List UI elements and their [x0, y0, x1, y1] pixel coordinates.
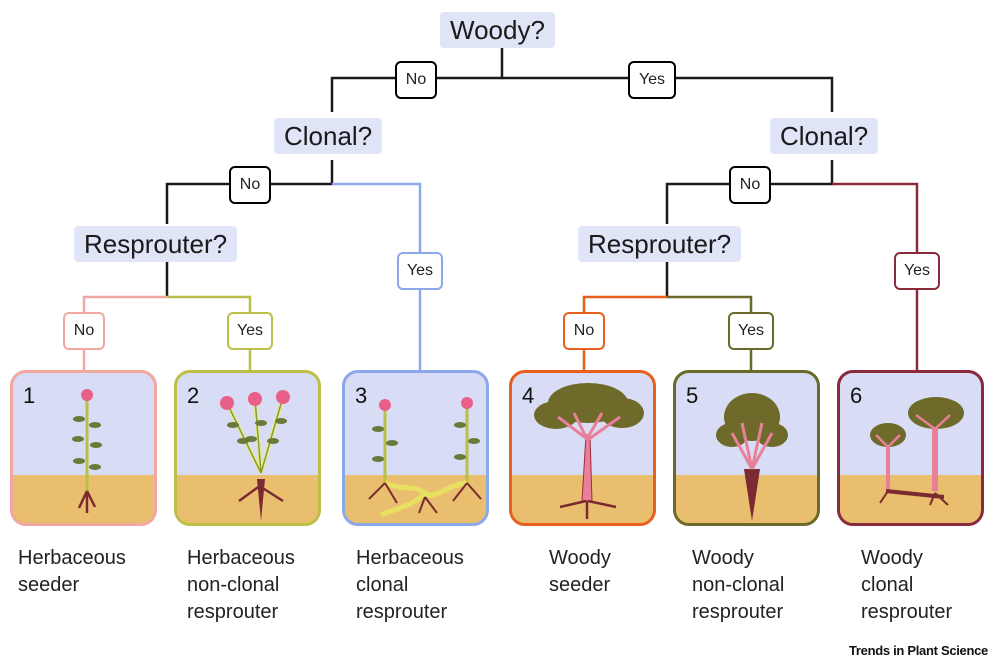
- caption-line: clonal: [356, 574, 409, 596]
- answer-no-woody: No: [395, 61, 437, 99]
- answer-yes-resprouter-right: Yes: [728, 312, 774, 350]
- caption-line: clonal: [861, 574, 914, 596]
- answer-yes-resprouter-left: Yes: [227, 312, 273, 350]
- clonal-question-left: Clonal?: [274, 118, 383, 154]
- panel-number: 1: [23, 383, 36, 408]
- panel-number: 5: [686, 383, 699, 408]
- panel-woody-seeder: 4: [509, 370, 656, 526]
- caption-herbaceous-clonal-resprouter: Herbaceous clonal resprouter: [356, 545, 464, 626]
- panel-number: 6: [850, 383, 863, 408]
- caption-line: resprouter: [861, 601, 953, 623]
- caption-line: Woody: [692, 547, 754, 569]
- answer-yes-woody: Yes: [628, 61, 676, 99]
- answer-no-clonal-left: No: [229, 166, 271, 204]
- caption-woody-nonclonal-resprouter: Woody non-clonal resprouter: [692, 545, 784, 626]
- answer-yes-clonal-left: Yes: [397, 252, 443, 290]
- caption-line: Herbaceous: [187, 547, 295, 569]
- caption-line: resprouter: [187, 601, 279, 623]
- answer-no-clonal-right: No: [729, 166, 771, 204]
- caption-line: Herbaceous: [18, 547, 126, 569]
- journal-brand: Trends in Plant Science: [848, 643, 988, 658]
- herb-nonclonal-illustration: [220, 390, 290, 521]
- panel-herbaceous-seeder: 1: [10, 370, 157, 526]
- caption-line: non-clonal: [187, 574, 280, 596]
- woody-clonal-illustration: [870, 397, 964, 506]
- panel-number: 2: [187, 383, 200, 408]
- herb-clonal-illustration: [368, 397, 482, 518]
- answer-yes-clonal-right: Yes: [894, 252, 940, 290]
- answer-no-resprouter-left: No: [63, 312, 105, 350]
- caption-herbaceous-seeder: Herbaceous seeder: [18, 545, 126, 599]
- caption-line: seeder: [18, 574, 80, 596]
- caption-woody-seeder: Woody seeder: [549, 545, 611, 599]
- panel-number: 3: [355, 383, 368, 408]
- woody-nonclonal-illustration: [716, 393, 788, 521]
- clonal-question-right: Clonal?: [770, 118, 879, 154]
- caption-line: Herbaceous: [356, 547, 464, 569]
- caption-herbaceous-nonclonal-resprouter: Herbaceous non-clonal resprouter: [187, 545, 295, 626]
- caption-line: non-clonal: [692, 574, 785, 596]
- panel-number: 4: [522, 383, 535, 408]
- panel-herbaceous-clonal-resprouter: 3: [342, 370, 489, 526]
- caption-line: Woody: [549, 547, 611, 569]
- caption-line: seeder: [549, 574, 611, 596]
- herb-seeder-illustration: [72, 389, 102, 513]
- panel-herbaceous-nonclonal-resprouter: 2: [174, 370, 321, 526]
- caption-line: resprouter: [356, 601, 448, 623]
- panel-woody-nonclonal-resprouter: 5: [673, 370, 820, 526]
- caption-line: resprouter: [692, 601, 784, 623]
- woody-question: Woody?: [440, 12, 555, 48]
- woody-seeder-illustration: [534, 383, 644, 519]
- answer-no-resprouter-right: No: [563, 312, 605, 350]
- resprouter-question-left: Resprouter?: [74, 226, 238, 262]
- resprouter-question-right: Resprouter?: [578, 226, 742, 262]
- caption-woody-clonal-resprouter: Woody clonal resprouter: [861, 545, 952, 626]
- panel-woody-clonal-resprouter: 6: [837, 370, 984, 526]
- caption-line: Woody: [861, 547, 923, 569]
